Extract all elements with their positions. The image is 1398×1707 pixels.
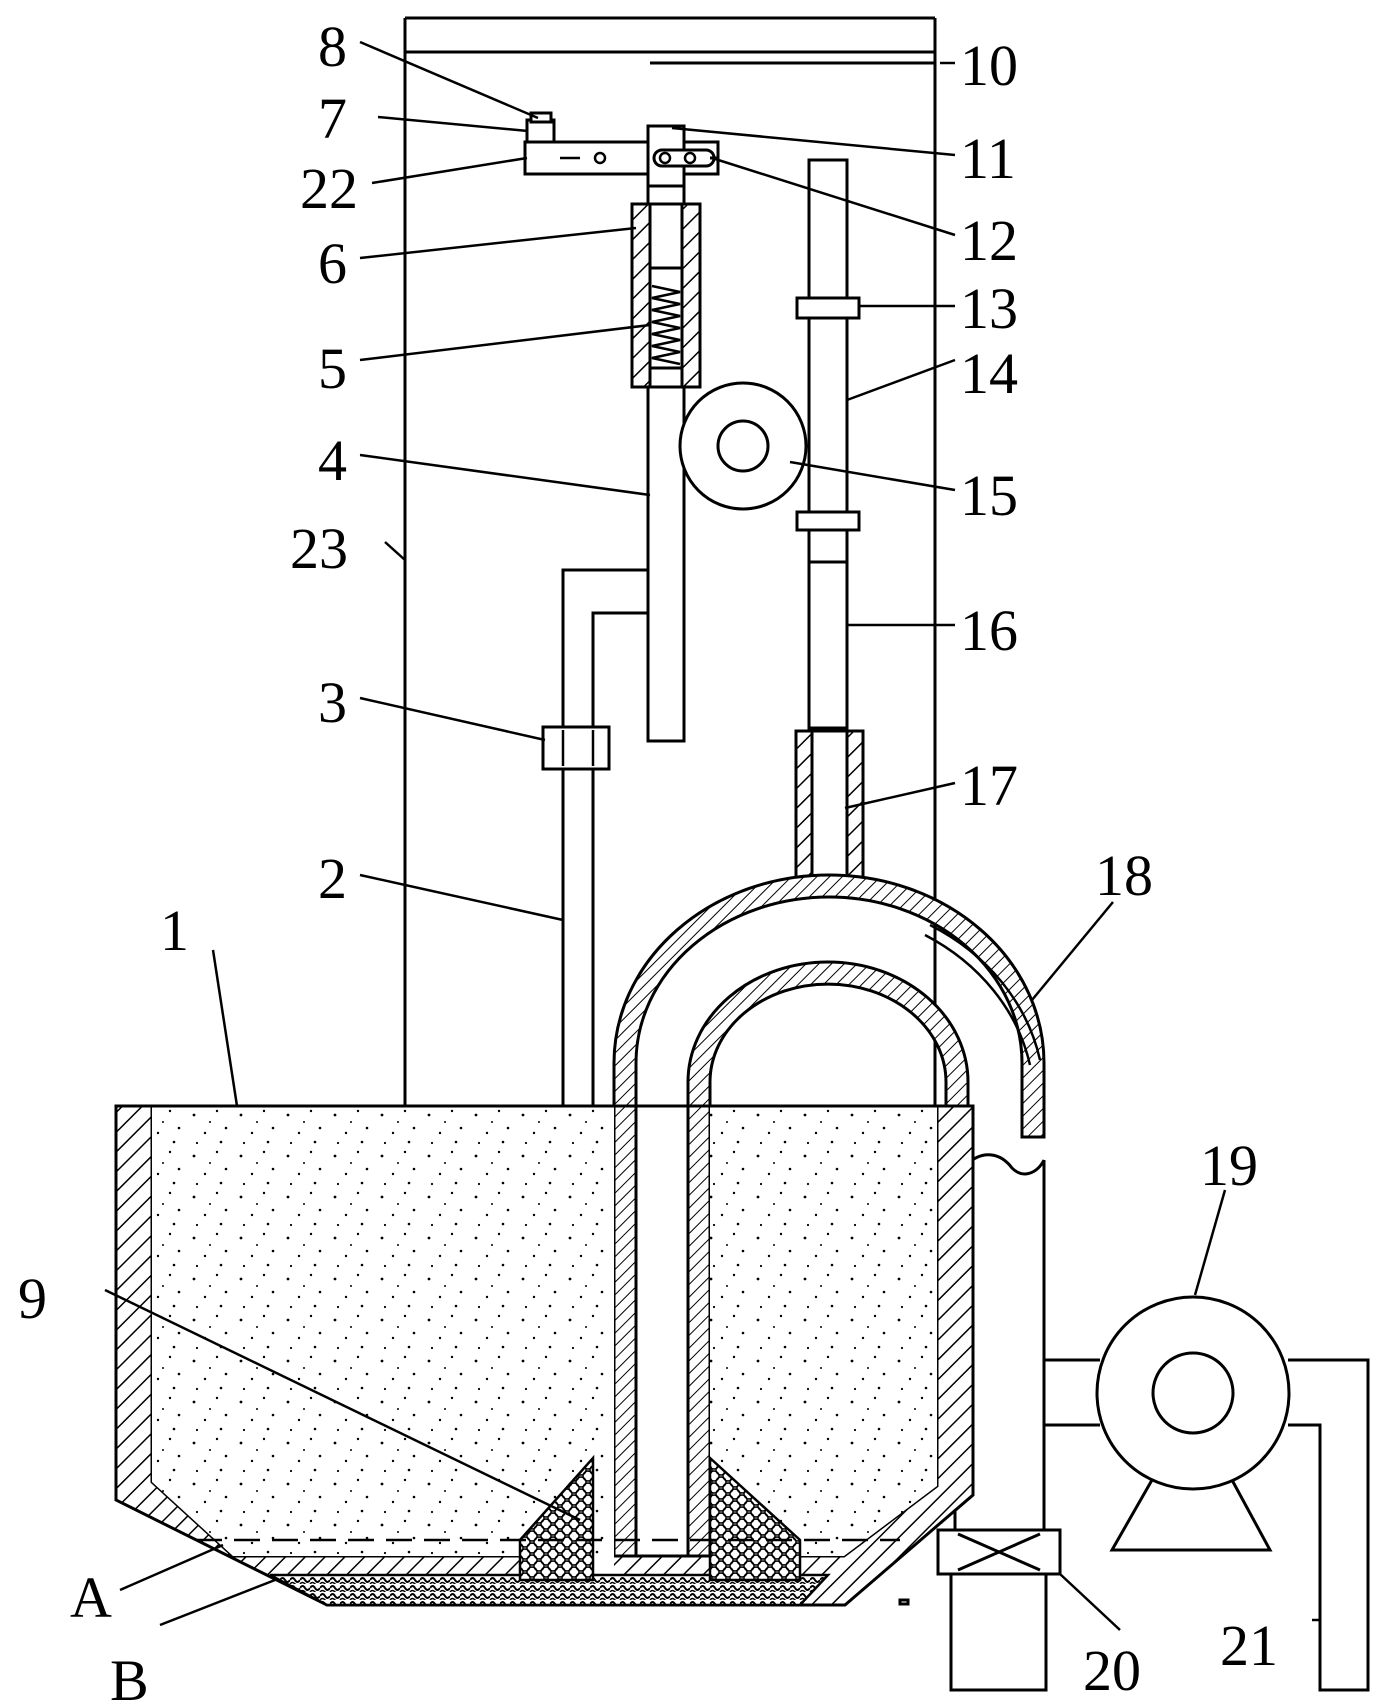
- sleeve-17-right: [845, 729, 865, 898]
- label-4: 4: [318, 428, 347, 493]
- label-10: 10: [960, 33, 1018, 98]
- label-23: 23: [290, 516, 348, 581]
- label-A: A: [70, 1565, 112, 1630]
- label-22: 22: [300, 156, 358, 221]
- tube-14: [807, 158, 849, 730]
- label-6: 6: [318, 231, 347, 296]
- sleeve-6-right: [680, 202, 702, 389]
- label-17: 17: [960, 753, 1018, 818]
- wheel-15: [678, 381, 808, 511]
- label-11: 11: [960, 126, 1016, 191]
- sleeve-17-left: [794, 729, 814, 898]
- pump-19: [1095, 1295, 1291, 1491]
- label-12: 12: [960, 208, 1018, 273]
- rod-4: [646, 184, 686, 743]
- valve-3: [541, 725, 611, 771]
- label-14: 14: [960, 341, 1018, 406]
- part-labels: 8 7 22 6 5 4 23 3 2 1 9 A B 10 11 12 13 …: [18, 14, 1278, 1707]
- spring-5: [651, 284, 681, 366]
- label-B: B: [110, 1648, 149, 1707]
- label-7: 7: [318, 86, 347, 151]
- label-20: 20: [1083, 1638, 1141, 1703]
- label-19: 19: [1200, 1133, 1258, 1198]
- label-1: 1: [160, 898, 189, 963]
- layer-B: [269, 1573, 831, 1607]
- linkage-assembly: [523, 111, 720, 188]
- label-16: 16: [960, 598, 1018, 663]
- pin-8: [529, 111, 553, 124]
- label-18: 18: [1095, 843, 1153, 908]
- rod-assembly: [630, 184, 702, 743]
- label-21: 21: [1220, 1613, 1278, 1678]
- sleeve-6-left: [630, 202, 652, 389]
- collar-13: [795, 296, 861, 320]
- panel-23: [403, 16, 937, 1250]
- label-15: 15: [960, 463, 1018, 528]
- label-3: 3: [318, 670, 347, 735]
- right-assembly: [678, 158, 865, 898]
- collar-lower: [795, 510, 861, 532]
- label-9: 9: [18, 1266, 47, 1331]
- label-8: 8: [318, 14, 347, 79]
- leader-lines: [104, 40, 1320, 1631]
- label-5: 5: [318, 336, 347, 401]
- label-13: 13: [960, 276, 1018, 341]
- tank-1: [114, 1104, 975, 1607]
- label-2: 2: [318, 846, 347, 911]
- pump-assembly: [898, 1295, 1370, 1692]
